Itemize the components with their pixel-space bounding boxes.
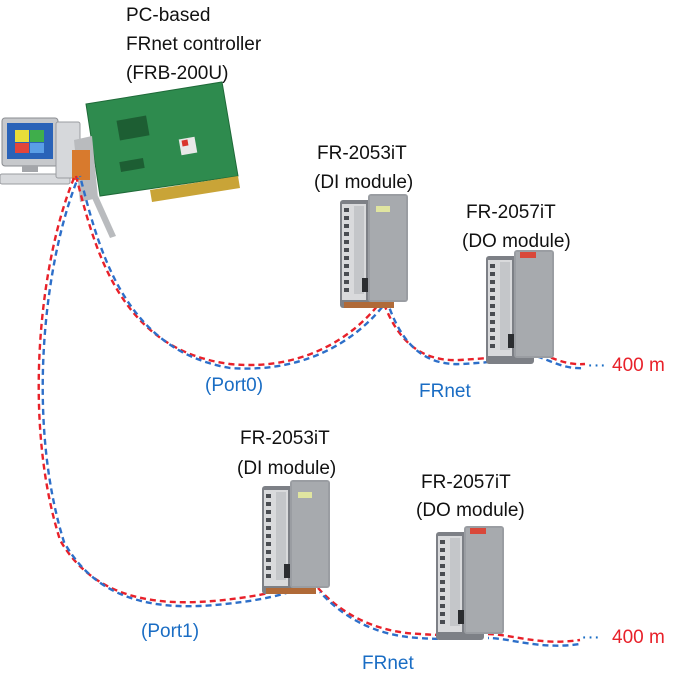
- di-module-row0-desc: (DI module): [314, 172, 413, 193]
- cable-port1: [37, 177, 299, 608]
- controller-label-line3: (FRB-200U): [126, 63, 228, 84]
- do-module-row0-icon: [486, 250, 554, 364]
- do-module-row1-icon: [436, 526, 504, 640]
- di-module-row1-icon: [262, 480, 330, 594]
- port0-label: (Port0): [205, 375, 263, 396]
- ellipsis-row0: ···: [587, 355, 606, 376]
- cable-frnet-row0: [382, 303, 586, 370]
- do-module-row0-desc: (DO module): [462, 231, 571, 252]
- distance-row0: 400 m: [612, 355, 665, 376]
- pc-computer-icon: [0, 117, 81, 185]
- port1-label: (Port1): [141, 621, 199, 642]
- frb-200u-board-icon: [72, 81, 240, 238]
- cable-port0: [74, 175, 387, 370]
- do-module-row1-name: FR-2057iT: [421, 472, 511, 493]
- frnet-label-row1: FRnet: [362, 653, 414, 674]
- di-module-row1-desc: (DI module): [237, 458, 336, 479]
- di-module-row0-icon: [340, 194, 408, 308]
- distance-row1: 400 m: [612, 627, 665, 648]
- ellipsis-row1: ···: [581, 627, 600, 648]
- di-module-row0-name: FR-2053iT: [317, 143, 407, 164]
- frnet-label-row0: FRnet: [419, 381, 471, 402]
- di-module-row1-name: FR-2053iT: [240, 428, 330, 449]
- controller-label-line2: FRnet controller: [126, 34, 262, 55]
- do-module-row0-name: FR-2057iT: [466, 202, 556, 223]
- do-module-row1-desc: (DO module): [416, 500, 525, 521]
- controller-label-line1: PC-based: [126, 5, 211, 26]
